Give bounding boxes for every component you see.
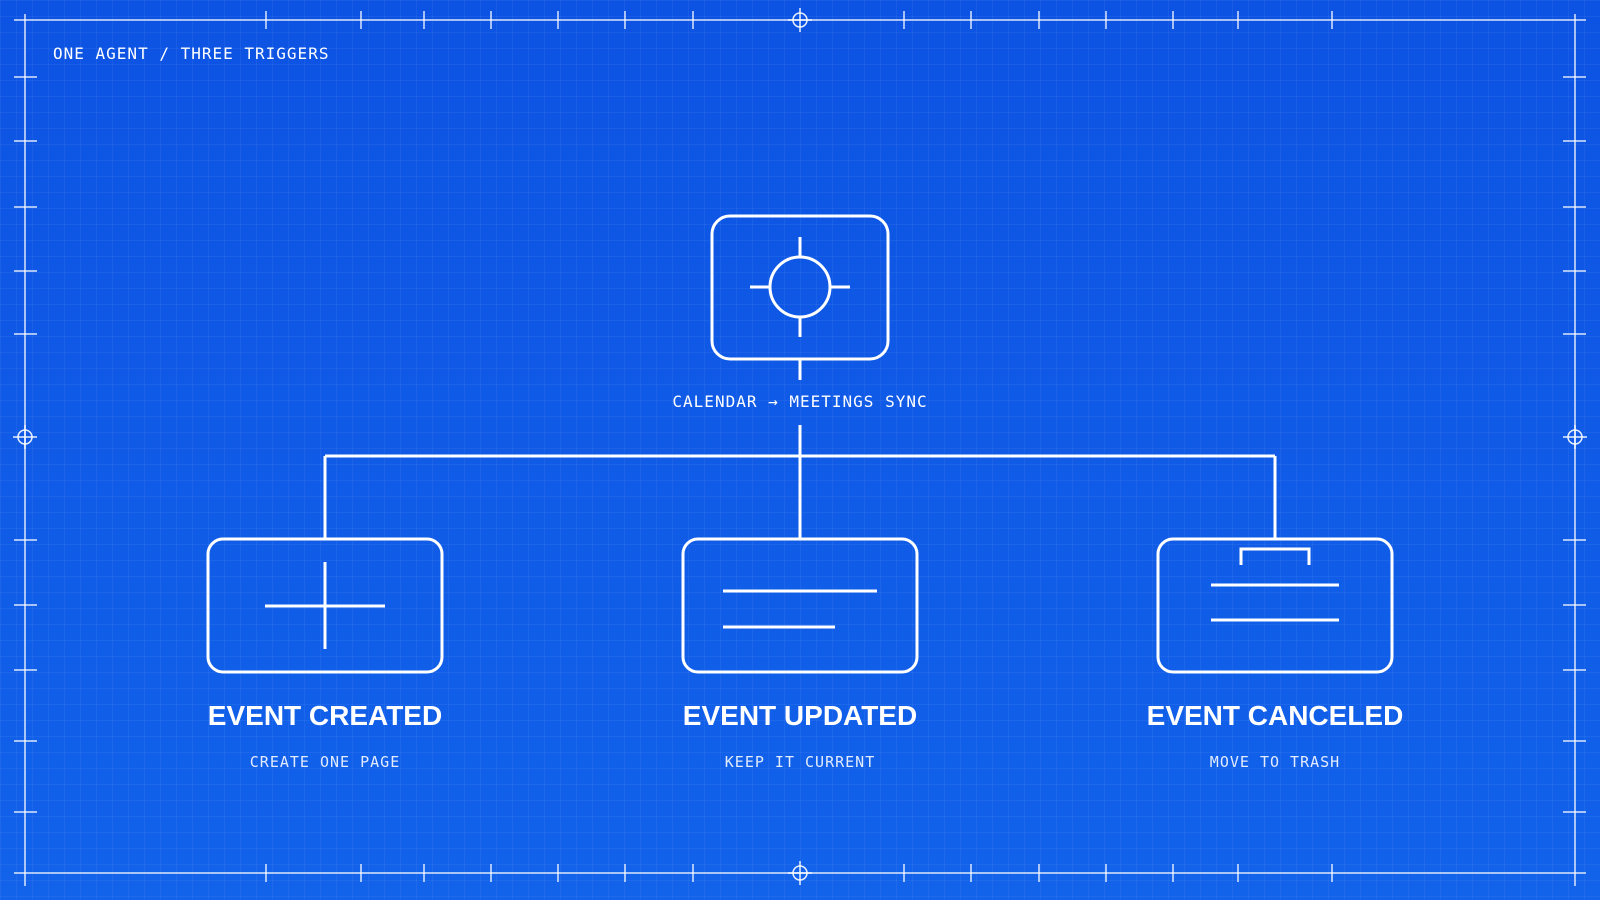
trigger-node-created — [206, 537, 444, 674]
plus-icon — [265, 562, 385, 649]
trigger-subtitle-canceled: MOVE TO TRASH — [1209, 753, 1341, 771]
diagram-eyebrow: ONE AGENT / THREE TRIGGERS — [53, 44, 330, 63]
trigger-title-created: EVENT CREATED — [207, 700, 443, 731]
trigger-subtitle-updated: KEEP IT CURRENT — [724, 753, 876, 771]
crosshair-icon — [750, 237, 850, 337]
registration-mark-top — [788, 8, 812, 32]
registration-mark-right — [1563, 425, 1587, 449]
trigger-node-updated — [681, 537, 919, 674]
trash-icon — [1211, 547, 1339, 622]
trigger-node-canceled — [1156, 537, 1394, 674]
agent-label: CALENDAR → MEETINGS SYNC — [672, 392, 928, 411]
trigger-subtitle-created: CREATE ONE PAGE — [249, 753, 401, 771]
connector-lines — [323, 425, 1277, 539]
trigger-title-updated: EVENT UPDATED — [682, 700, 918, 731]
trigger-title-canceled: EVENT CANCELED — [1146, 700, 1404, 731]
registration-mark-left — [13, 425, 37, 449]
lines-icon — [723, 589, 877, 629]
registration-mark-bottom — [788, 861, 812, 885]
